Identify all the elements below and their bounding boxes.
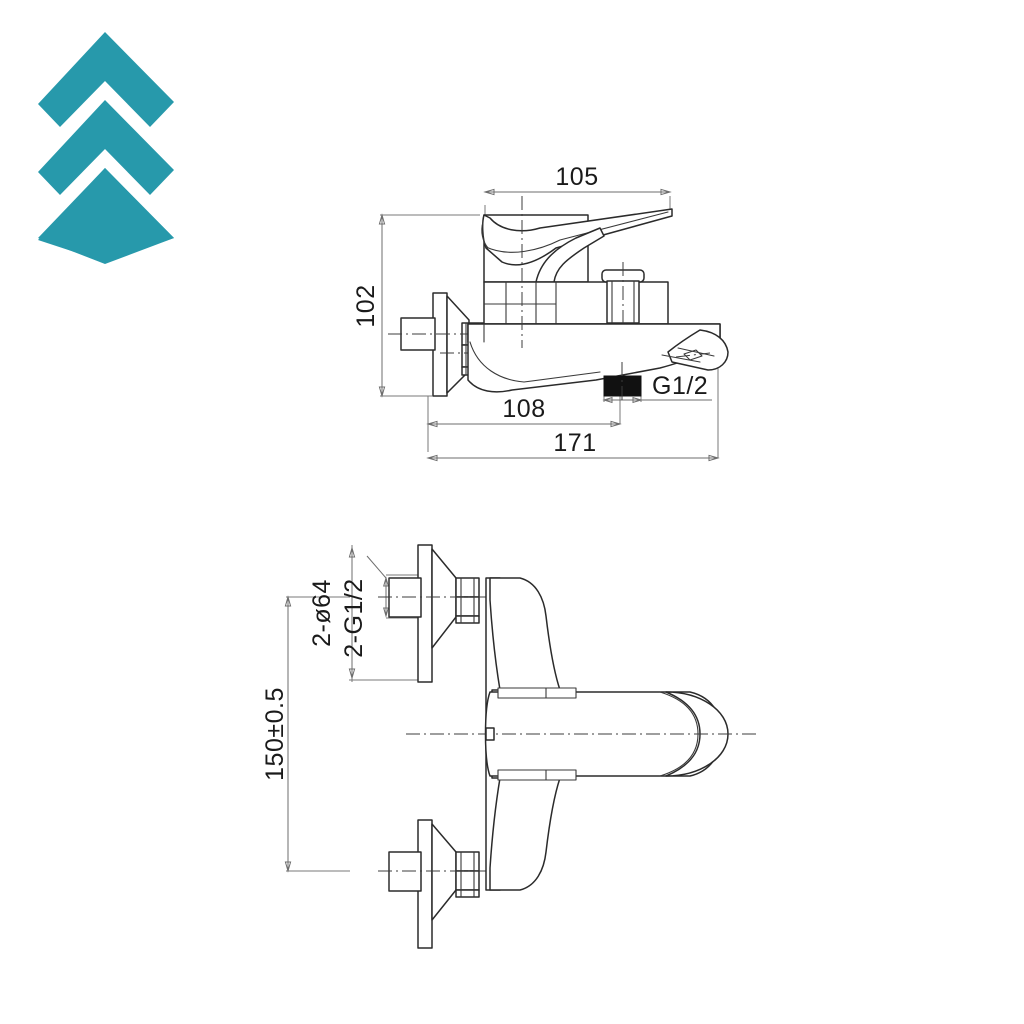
dimension-171-label: 171: [553, 429, 596, 457]
dimension-150: 150±0.5: [261, 595, 292, 873]
dimension-171: 171: [426, 429, 720, 462]
dimension-2-d64-label: 2-ø64: [308, 579, 336, 647]
plan-flange-lower: [378, 819, 500, 949]
dimension-2-g12-label: 2-G1/2: [340, 578, 368, 657]
side-elevation-view: 105 102 108 171: [352, 163, 729, 462]
dimension-150-label: 150±0.5: [261, 687, 289, 781]
chevron-middle-icon: [38, 100, 174, 195]
plan-body: [406, 577, 760, 891]
chevron-top-icon: [38, 32, 174, 127]
plan-flange-upper: [378, 544, 500, 683]
diverter-knob: [601, 262, 645, 338]
dimension-108-label: 108: [502, 395, 545, 423]
dimension-2-d64: 2-ø64: [308, 546, 356, 680]
dimension-105-label: 105: [555, 163, 598, 191]
plan-view: 2-ø64 2-G1/2 150±0.5: [261, 544, 760, 949]
dimension-2-g12: 2-G1/2: [340, 555, 389, 658]
dimension-g12-label: G1/2: [652, 372, 708, 400]
dimension-105: 105: [483, 163, 672, 196]
dimension-102-label: 102: [352, 284, 380, 327]
triple-chevron-logo: [38, 32, 174, 264]
dimension-102: 102: [352, 213, 386, 398]
valve-body-elevation: [467, 196, 729, 402]
dimension-108: 108: [426, 395, 622, 428]
diamond-bottom-lower-icon: [38, 168, 174, 264]
